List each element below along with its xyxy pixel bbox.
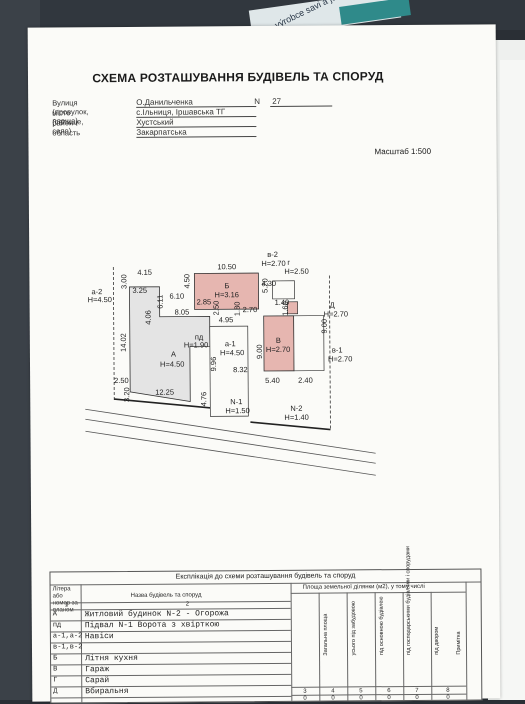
dim-1-80: 1.80 [233, 302, 242, 317]
label-h-b2: H=2.70 [261, 259, 285, 268]
dim-3-20: 3.20 [122, 387, 131, 402]
dim-6-11: 6.11 [156, 295, 165, 309]
table-title: Експлікація до схеми розташування будіве… [175, 572, 356, 581]
dimension-labels: 4.15 3.00 3.25 6.10 6.11 4.06 8.05 14.02… [114, 262, 329, 407]
dim-12-25: 12.25 [155, 388, 174, 397]
label-h-a1: H=4.50 [220, 348, 244, 357]
dim-1-40: 1.40 [275, 298, 290, 307]
label-h-a: H=4.50 [160, 360, 184, 369]
structure-d [287, 301, 299, 315]
dim-3-25: 3.25 [132, 286, 147, 295]
dim-3-00: 3.00 [119, 274, 128, 289]
row-name: Вбиральня [85, 686, 129, 697]
plot-boundary [112, 267, 331, 431]
label-h-g: H=2.50 [284, 267, 308, 276]
area-col-5: під двором [433, 626, 441, 655]
row-letter: В [53, 665, 58, 674]
dim-6-10: 6.10 [169, 292, 184, 301]
canopy-a1 [209, 325, 249, 417]
zero-2: 0 [331, 695, 335, 702]
row-name: Літня кухня [85, 653, 138, 664]
label-h-a2-left: H=4.50 [88, 295, 112, 304]
dim-4-06: 4.06 [144, 310, 153, 325]
row-name: Житловий будинок N-2 - Огорожа [84, 609, 229, 620]
dim-2-85: 2.85 [197, 297, 212, 306]
dim-9-96: 9.96 [209, 357, 218, 372]
road-lines [85, 408, 376, 476]
row-name: Навіси [84, 632, 114, 642]
row-letter: Г [53, 676, 58, 685]
row-letter: Б [53, 654, 58, 663]
label-h-d: H=2.70 [324, 309, 348, 318]
label-h-v: H=2.70 [266, 345, 290, 354]
label-pd: пд [195, 332, 204, 341]
document-page: СХЕМА РОЗТАШУВАННЯ БУДІВЕЛЬ ТА СПОРУД Ву… [27, 24, 501, 704]
zero-3: 0 [359, 695, 363, 702]
dim-4-76: 4.76 [199, 392, 208, 407]
label-h-n2: H=1.40 [284, 413, 308, 422]
label-n2: N-2 [290, 404, 302, 413]
label-a2-left: а-2 [91, 287, 102, 296]
label-h-v1: H=2.70 [328, 354, 352, 363]
row-letter: пд [52, 621, 62, 630]
building-b [193, 272, 260, 310]
area-col-4: під господарськими будівлями і спорудами [405, 546, 413, 656]
label-h-n1: H=1.50 [225, 406, 249, 415]
background-sheet-2 [500, 60, 525, 700]
row-name: Підвал N-1 Ворота з хвірткою [84, 620, 220, 631]
label-g: г [287, 258, 290, 267]
label-a1: а-1 [225, 339, 236, 348]
col-name-header: Назва будівель та споруд [130, 592, 202, 599]
dim-2-50: 2.50 [114, 376, 129, 385]
dim-9-00: 9.00 [255, 344, 264, 359]
row-letter: А [52, 610, 57, 619]
dim-5-40: 5.40 [265, 376, 280, 385]
label-v: В [276, 336, 281, 345]
area-col-1: Загальна площа [322, 613, 330, 656]
dim-14-02: 14.02 [119, 333, 128, 352]
structure-g [272, 280, 295, 300]
dim-8-32: 8.32 [233, 365, 248, 374]
label-h-pd: H=1.90 [184, 340, 208, 349]
zero-1: 0 [303, 695, 307, 702]
row-letter: в-1,в-2 [52, 643, 83, 652]
explication-table: Експлікація до схеми розташування будіве… [49, 546, 483, 704]
row-letter: Д [53, 687, 58, 696]
dim-4-30: 4.30 [261, 279, 276, 288]
area-col-6: Примітка [455, 631, 463, 655]
area-col-2: усього під забудовою [350, 601, 358, 656]
row-name: Гараж [85, 665, 110, 675]
dim-4-15: 4.15 [137, 268, 152, 277]
zero-5: 0 [415, 694, 419, 701]
dim-4-50: 4.50 [182, 274, 191, 289]
label-a: А [171, 350, 176, 359]
dim-4-95: 4.95 [219, 315, 234, 324]
row-letter: а-1,а-2 [52, 632, 83, 641]
area-col-3: під основною будівлею [378, 596, 386, 656]
dim-8-05: 8.05 [175, 308, 190, 317]
dim-2-70: 2.70 [243, 305, 258, 314]
label-b: Б [224, 281, 229, 290]
dim-9-00-right: 9.00 [320, 319, 329, 334]
label-h-b: H=3.16 [214, 290, 238, 299]
label-n1: N-1 [230, 397, 242, 406]
dim-10-50: 10.50 [217, 262, 236, 271]
dim-5-20: 5.20 [260, 278, 269, 293]
row-name: Сарай [85, 676, 110, 686]
zero-4: 0 [387, 695, 391, 702]
col-num-1: 1 [64, 602, 69, 609]
label-b2: в-2 [267, 250, 278, 259]
dim-2-40: 2.40 [298, 376, 313, 385]
dim-2-50b: 2.50 [212, 301, 221, 316]
building-labels: а-2 H=4.50 А H=4.50 пд H=1.90 а-1 H=4.50… [88, 250, 353, 422]
site-plan: 4.15 3.00 3.25 6.10 6.11 4.06 8.05 14.02… [85, 250, 376, 476]
dim-1-60: 1.60 [281, 301, 290, 316]
label-d: Д [330, 301, 335, 310]
col-num-2: 2 [185, 601, 190, 608]
canopy-v1 [293, 315, 325, 372]
label-v1: в-1 [332, 345, 343, 354]
